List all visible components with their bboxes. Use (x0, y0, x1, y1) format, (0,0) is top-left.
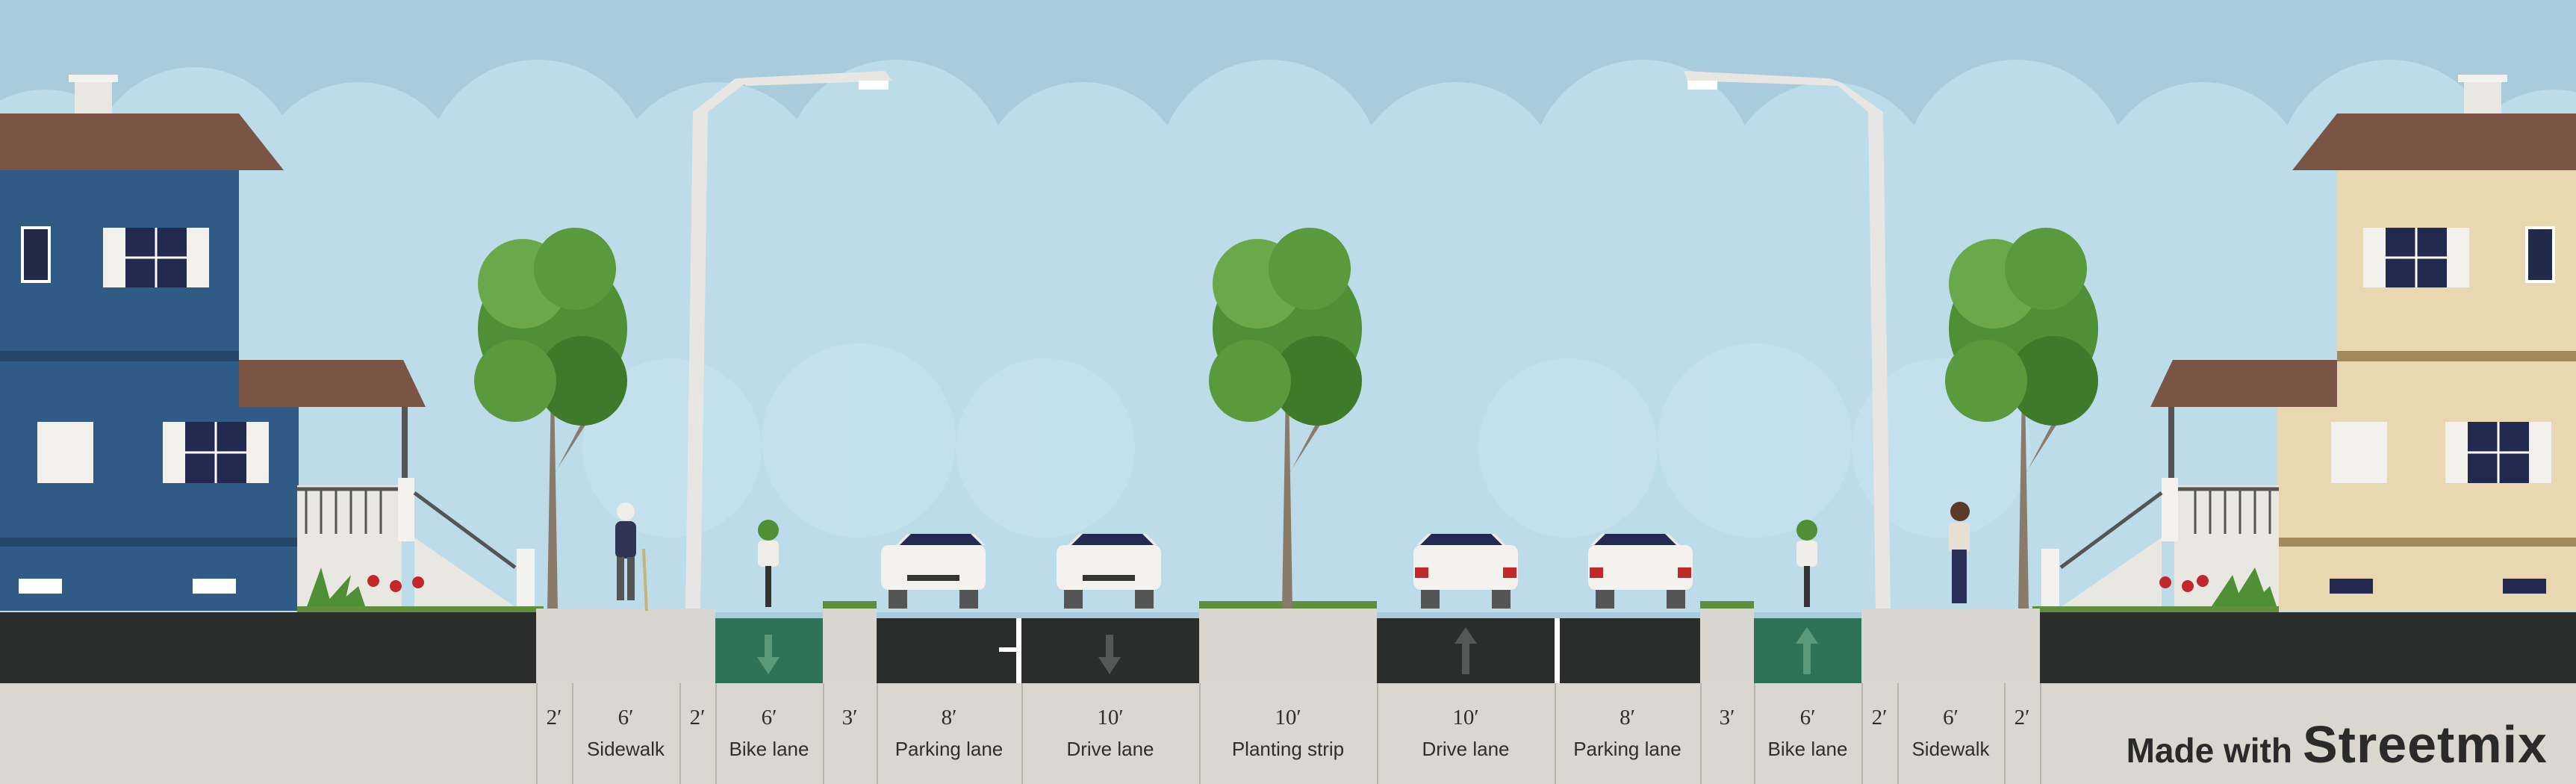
clouds-lower (582, 343, 2031, 538)
segment-label-buffer: 3′ (1700, 683, 1754, 784)
garden-plants-icon (306, 567, 366, 609)
lane-arrow-icon (1796, 627, 1818, 674)
segment-label-drive-lane: 10′ Drive lane (1021, 683, 1199, 784)
segment-divider (536, 683, 538, 784)
segment-label-parking-lane: 8′ Parking lane (1555, 683, 1700, 784)
segment-width: 8′ (941, 706, 957, 729)
segment-label-sidewalk: 6′ Sidewalk (1897, 683, 2004, 784)
segment-width: 6′ (617, 706, 634, 729)
segment-name: Parking lane (1573, 738, 1681, 760)
right-lot-ground (2040, 612, 2576, 683)
segment-width: 10′ (1275, 706, 1301, 729)
segment-label-buffer: 2′ (2004, 683, 2040, 784)
tree-icon (474, 228, 627, 609)
pedestrian-icon (1949, 502, 1970, 603)
segment-divider (1199, 683, 1201, 784)
left-buffer-surface (823, 609, 877, 683)
segment-width: 2′ (546, 706, 562, 729)
segment-width: 6′ (761, 706, 777, 729)
segment-label-drive-lane: 10′ Drive lane (1377, 683, 1555, 784)
segment-label-sidewalk: 6′ Sidewalk (572, 683, 679, 784)
segment-label-planting-strip: 10′ Planting strip (1199, 683, 1377, 784)
left-parking-surface (877, 618, 1018, 683)
segment-divider (1377, 683, 1378, 784)
segment-name: Drive lane (1422, 738, 1510, 760)
segment-width: 3′ (1719, 706, 1735, 729)
segment-divider (1861, 683, 1863, 784)
credit-prefix: Made with (2126, 731, 2292, 770)
cyclist-icon (758, 520, 779, 607)
lane-arrow-icon (1098, 635, 1121, 674)
segment-label-buffer: 3′ (823, 683, 877, 784)
segment-divider (679, 683, 681, 784)
segment-width: 8′ (1620, 706, 1635, 729)
segment-width: 10′ (1452, 706, 1479, 729)
segment-divider (2004, 683, 2006, 784)
segment-divider (823, 683, 824, 784)
segment-name: Bike lane (729, 738, 809, 760)
segment-label-buffer: 2′ (536, 683, 572, 784)
segment-width: 3′ (841, 706, 858, 729)
segment-width: 10′ (1097, 706, 1124, 729)
segment-label-buffer: 2′ (1861, 683, 1897, 784)
right-house-icon (2032, 75, 2576, 614)
right-buffer-surface (1700, 609, 1754, 683)
planting-strip-surface (1199, 609, 1377, 683)
segment-label-bike-lane: 6′ Bike lane (715, 683, 823, 784)
right-sidewalk-surface (1861, 609, 2040, 683)
segment-label-bike-lane: 6′ Bike lane (1754, 683, 1861, 784)
segment-name: Planting strip (1231, 738, 1345, 760)
left-lot-ground (0, 612, 536, 683)
segment-divider (1555, 683, 1556, 784)
segment-width: 2′ (1871, 706, 1888, 729)
tree-icon (1209, 228, 1362, 609)
segment-name: Sidewalk (586, 738, 665, 760)
right-parking-surface (1560, 618, 1700, 683)
segment-divider (1897, 683, 1899, 784)
tree-icon (1945, 228, 2098, 609)
segment-label-parking-lane: 8′ Parking lane (877, 683, 1021, 784)
segment-divider (715, 683, 717, 784)
lane-arrow-icon (1455, 627, 1477, 674)
segment-divider (1021, 683, 1023, 784)
car-icon (881, 534, 986, 609)
car-icon (1057, 534, 1161, 609)
pedestrian-icon (615, 503, 648, 612)
segment-name: Drive lane (1066, 738, 1154, 760)
segment-divider (877, 683, 878, 784)
streetmix-logo[interactable]: Streetmix (2302, 715, 2548, 774)
segment-name: Parking lane (895, 738, 1004, 760)
segment-width: 2′ (2014, 706, 2030, 729)
car-icon (1588, 534, 1693, 609)
segment-divider (1700, 683, 1702, 784)
segment-divider (1754, 683, 1755, 784)
garden-plants-icon (2210, 567, 2277, 609)
segment-label-buffer: 2′ (679, 683, 715, 784)
streetlight-icon (685, 71, 892, 609)
left-sidewalk-surface (536, 609, 715, 683)
label-bar (0, 683, 2576, 784)
left-house-icon (0, 75, 544, 614)
cyclist-icon (1796, 520, 1817, 607)
segment-name: Bike lane (1767, 738, 1848, 760)
segment-width: 6′ (1799, 706, 1816, 729)
car-icon (1413, 534, 1518, 609)
made-with-credit[interactable]: Made with Streetmix (2127, 715, 2548, 774)
lane-arrow-icon (757, 635, 780, 674)
segment-width: 2′ (689, 706, 706, 729)
segment-divider (572, 683, 573, 784)
streetlight-icon (1684, 71, 1891, 609)
segment-width: 6′ (1943, 706, 1959, 729)
segment-name: Sidewalk (1911, 738, 1990, 760)
segment-divider (2040, 683, 2041, 784)
